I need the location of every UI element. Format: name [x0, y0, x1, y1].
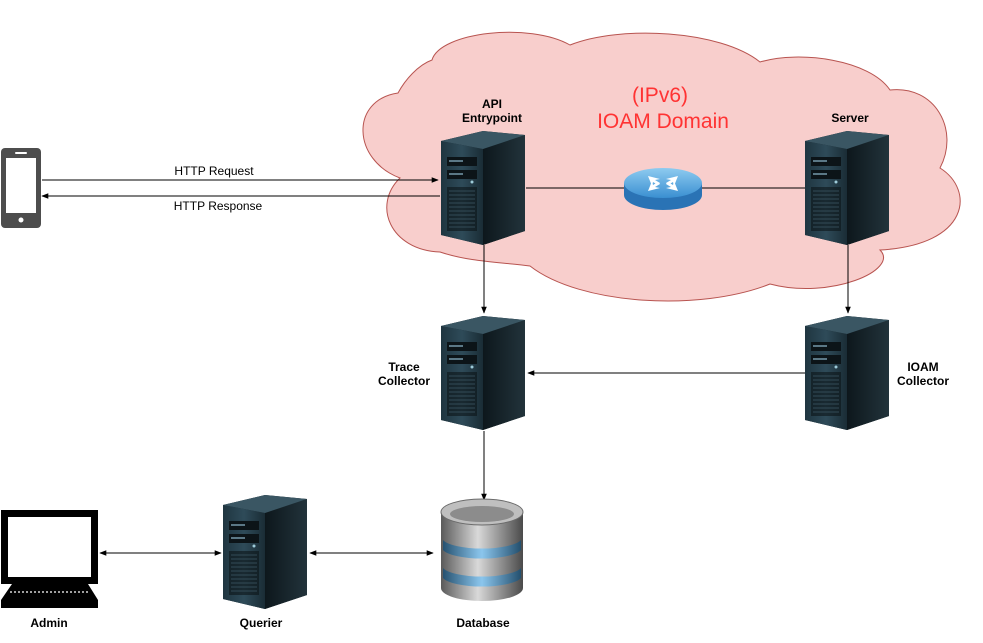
- cloud-title-line2: IOAM Domain: [597, 110, 729, 133]
- database-label: Database: [456, 616, 510, 630]
- ioam-label-line2: Collector: [897, 374, 949, 388]
- trace-server-tower-icon: [441, 316, 525, 430]
- api-label-line1: API: [482, 97, 502, 111]
- http-request-label: HTTP Request: [174, 164, 254, 178]
- ioam-collector-node: IOAM Collector: [805, 316, 949, 430]
- api-entrypoint-node: API Entrypoint: [441, 97, 525, 245]
- cloud-title-line1: (IPv6): [632, 84, 688, 107]
- ioam-server-tower-icon: [805, 316, 889, 430]
- querier-node: Querier: [223, 495, 307, 630]
- smartphone-icon: [1, 148, 41, 228]
- http-response-label: HTTP Response: [174, 199, 263, 213]
- database-node: Database: [440, 498, 524, 630]
- database-icon: [440, 498, 524, 601]
- api-label-line2: Entrypoint: [462, 111, 522, 125]
- querier-server-tower-icon: [223, 495, 307, 609]
- ioam-label-line1: IOAM: [907, 360, 938, 374]
- server-node: Server: [805, 111, 889, 245]
- api-server-tower-icon: [441, 131, 525, 245]
- trace-label-line2: Collector: [378, 374, 430, 388]
- server-label: Server: [831, 111, 869, 125]
- router-icon: [624, 168, 702, 210]
- monitor-icon: [1, 510, 98, 608]
- querier-label: Querier: [240, 616, 283, 630]
- admin-label: Admin: [30, 616, 67, 630]
- server-tower-icon: [805, 131, 889, 245]
- trace-label-line1: Trace: [388, 360, 420, 374]
- admin-node: Admin: [1, 510, 98, 630]
- trace-collector-node: Trace Collector: [378, 316, 525, 430]
